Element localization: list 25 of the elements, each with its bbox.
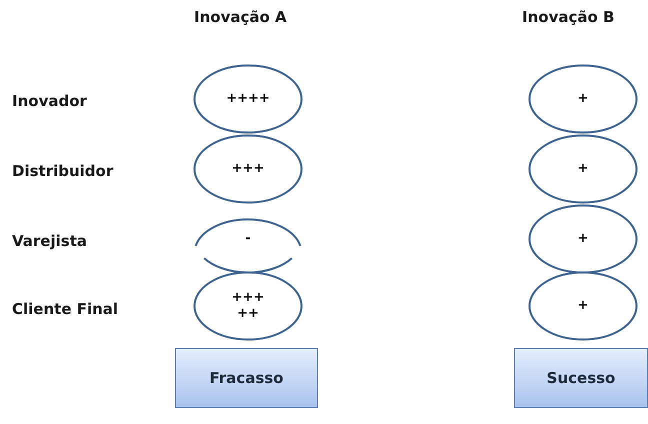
rating-text: + [576,298,590,314]
rating-text: +++ ++ [230,290,266,322]
rating-text: ++++ [225,91,271,107]
rating-text: + [576,91,590,107]
rating-ellipse [193,134,303,204]
rating-text: + [576,231,590,247]
row-label: Varejista [12,232,87,250]
rating-ellipse [193,64,303,134]
row-label: Distribuidor [12,162,114,180]
rating-text: - [244,231,252,247]
rating-ellipse [528,204,638,274]
rating-ellipse [528,271,638,341]
rating-text: + [576,161,590,177]
result-box [514,348,648,408]
rating-ellipse [528,134,638,204]
rating-ellipse [193,271,303,341]
column-header: Inovação B [522,8,614,26]
result-text: Sucesso [546,370,616,386]
result-text: Fracasso [208,370,284,386]
column-header: Inovação A [194,8,287,26]
rating-text: +++ [230,161,266,177]
row-label: Cliente Final [12,300,118,318]
rating-ellipse [528,64,638,134]
row-label: Inovador [12,92,87,110]
result-box [175,348,318,408]
